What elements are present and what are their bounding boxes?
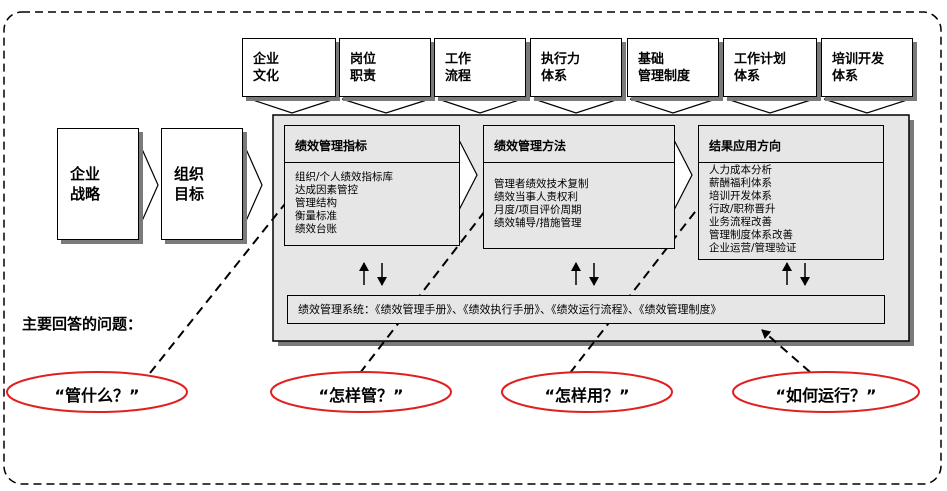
top-box-duties: 岗位 职责 <box>339 38 431 97</box>
panel-item: 培训开发体系 <box>709 190 772 202</box>
panel-item: 绩效辅导/措施管理 <box>494 217 582 229</box>
top-box-label: 工作计划 体系 <box>734 52 787 84</box>
top-box-label: 工作 流程 <box>445 52 472 84</box>
question-what: “管什么？” <box>54 386 140 405</box>
panel-items: 人力成本分析 薪酬福利体系 培训开发体系 行政/职称晋升 业务流程改善 管理制度… <box>709 164 797 255</box>
top-box-label: 岗位 职责 <box>350 52 377 84</box>
main-questions-heading: 主要回答的问题： <box>22 315 143 333</box>
panel-methods: 绩效管理方法 管理者绩效技术复制 绩效当事人责权利 月度/项目评价周期 绩效辅导… <box>483 125 675 249</box>
panel-arrows <box>359 262 810 286</box>
panel-item: 管理制度体系改善 <box>709 229 793 241</box>
panel-item: 绩效当事人责权利 <box>494 191 578 203</box>
panel-title: 绩效管理指标 <box>295 139 368 153</box>
top-box-management-rules: 基础 管理制度 <box>627 38 719 97</box>
top-box-process: 工作 流程 <box>434 38 526 97</box>
panel-item: 绩效台账 <box>295 223 337 235</box>
left-chevrons <box>137 139 693 231</box>
panel-item: 企业运营/管理验证 <box>709 242 797 254</box>
panel-title-box: 结果应用方向 <box>698 125 884 163</box>
panel-item: 行政/职称晋升 <box>709 203 776 215</box>
top-box-culture: 企业 文化 <box>242 38 336 97</box>
top-box-execution: 执行力 体系 <box>530 38 622 97</box>
panel-item: 管理者绩效技术复制 <box>494 178 589 190</box>
question-how-manage: “怎样管？” <box>318 386 404 405</box>
dashed-leaders <box>149 184 811 374</box>
panel-indicators: 绩效管理指标 组织/个人绩效指标库 达成因素管控 管理结构 衡量标准 绩效台账 <box>284 125 460 246</box>
panel-item: 人力成本分析 <box>709 164 772 176</box>
top-box-label: 执行力 体系 <box>541 52 581 84</box>
question-ellipses <box>6 371 920 413</box>
panel-title: 绩效管理方法 <box>494 139 567 153</box>
top-box-work-plan: 工作计划 体系 <box>723 38 817 97</box>
panel-item: 达成因素管控 <box>295 184 358 196</box>
panel-item: 组织/个人绩效指标库 <box>295 171 394 183</box>
left-box-label: 组织 目标 <box>174 165 205 203</box>
top-box-label: 培训开发 体系 <box>832 52 885 84</box>
left-box-goal: 组织 目标 <box>161 128 243 240</box>
question-how-run: “如何运行？” <box>775 386 877 405</box>
top-box-label: 企业 文化 <box>253 52 280 84</box>
left-box-label: 企业 战略 <box>70 165 101 203</box>
panel-title: 结果应用方向 <box>709 139 782 153</box>
panel-item: 薪酬福利体系 <box>709 177 772 189</box>
panel-item: 管理结构 <box>295 197 337 209</box>
panel-items: 管理者绩效技术复制 绩效当事人责权利 月度/项目评价周期 绩效辅导/措施管理 <box>494 178 589 230</box>
panel-title-box: 绩效管理指标 <box>284 125 460 163</box>
panel-title-box: 绩效管理方法 <box>483 125 675 163</box>
left-box-strategy: 企业 战略 <box>57 128 139 240</box>
panel-item: 业务流程改善 <box>709 216 772 228</box>
outer-dashed-frame <box>3 11 942 485</box>
top-box-label: 基础 管理制度 <box>638 52 691 84</box>
top-box-training: 培训开发 体系 <box>821 38 913 97</box>
performance-system-bar: 绩效管理系统：《绩效管理手册》、《绩效执行手册》、《绩效运行流程》、《绩效管理制… <box>287 295 885 324</box>
panel-item: 衡量标准 <box>295 210 337 222</box>
panel-items: 组织/个人绩效指标库 达成因素管控 管理结构 衡量标准 绩效台账 <box>295 171 393 236</box>
panel-item: 月度/项目评价周期 <box>494 204 582 216</box>
top-chevrons <box>249 98 911 114</box>
question-how-use: “怎样用？” <box>544 386 630 405</box>
panel-results: 结果应用方向 人力成本分析 薪酬福利体系 培训开发体系 行政/职称晋升 业务流程… <box>698 125 884 260</box>
